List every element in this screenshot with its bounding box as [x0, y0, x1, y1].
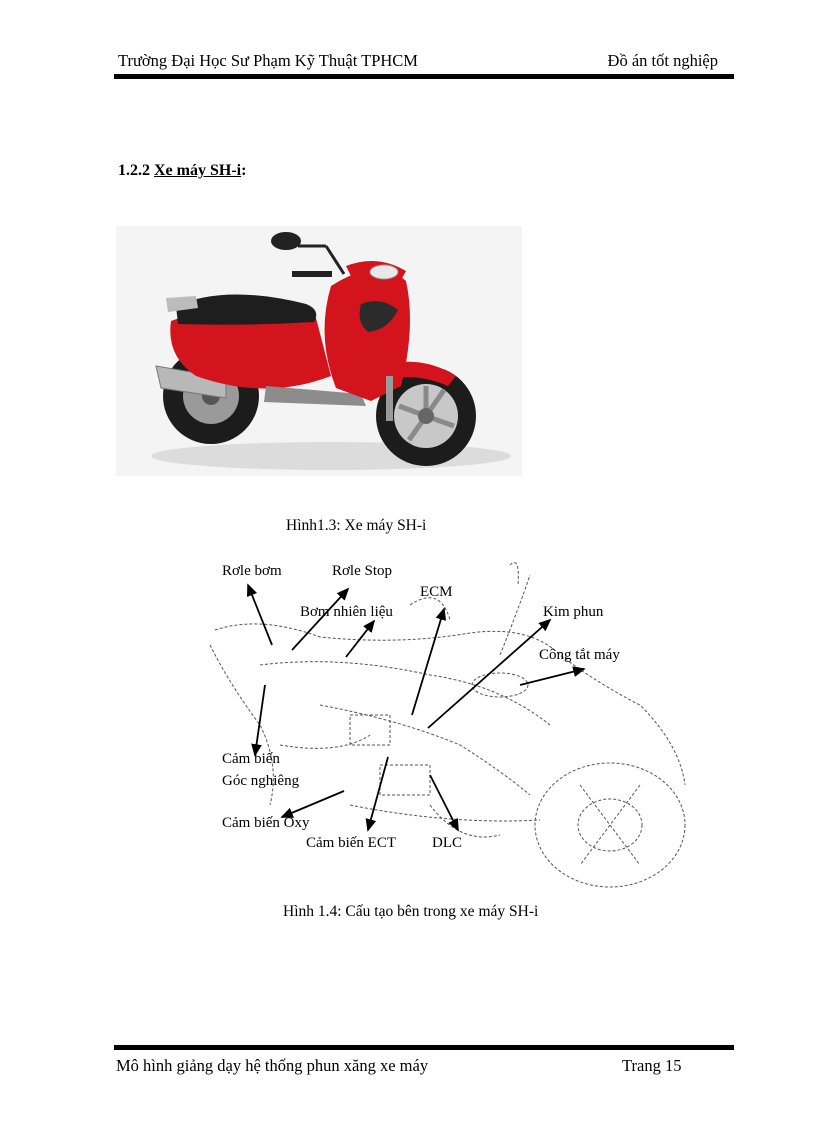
label-bom-nhien-lieu: Bơm nhiên liệu: [300, 604, 393, 620]
section-heading: 1.2.2 Xe máy SH-i:: [118, 162, 246, 180]
figure1-caption: Hình1.3: Xe máy SH-i: [286, 517, 427, 534]
label-ecm: ECM: [420, 584, 453, 600]
scooter-photo: [116, 226, 522, 476]
label-dlc: DLC: [432, 835, 462, 851]
header-rule: [114, 74, 734, 79]
section-colon: :: [241, 162, 247, 179]
scooter-line-drawing: [209, 562, 686, 888]
label-cam-bien-ect: Cảm biến ECT: [306, 835, 396, 851]
label-cam-bien-oxy: Cảm biến Oxy: [222, 815, 310, 831]
label-cong-tat-may: Công tắt máy: [539, 647, 620, 663]
section-title: Xe máy SH-i: [154, 162, 242, 179]
internal-diagram: Rơle bơm Rơle Stop ECM Bơm nhiên liệu Ki…: [200, 545, 700, 890]
label-cam-bien-goc-line2: Góc nghiêng: [222, 773, 300, 789]
header-school-name: Trường Đại Học Sư Phạm Kỹ Thuật TPHCM: [118, 51, 418, 70]
label-kim-phun: Kim phun: [543, 604, 604, 620]
label-role-stop: Rơle Stop: [332, 563, 393, 579]
footer-title: Mô hình giảng dạy hệ thống phun xăng xe …: [116, 1056, 429, 1075]
footer-rule: [114, 1045, 734, 1050]
page-number: Trang 15: [622, 1056, 682, 1075]
label-role-bom: Rơle bơm: [222, 563, 282, 579]
section-number: 1.2.2: [118, 162, 150, 179]
figure2-caption: Hình 1.4: Cấu tạo bên trong xe máy SH-i: [283, 903, 539, 920]
label-cam-bien-goc-line1: Cảm biến: [222, 751, 280, 767]
header-doc-type: Đồ án tốt nghiệp: [607, 51, 718, 70]
